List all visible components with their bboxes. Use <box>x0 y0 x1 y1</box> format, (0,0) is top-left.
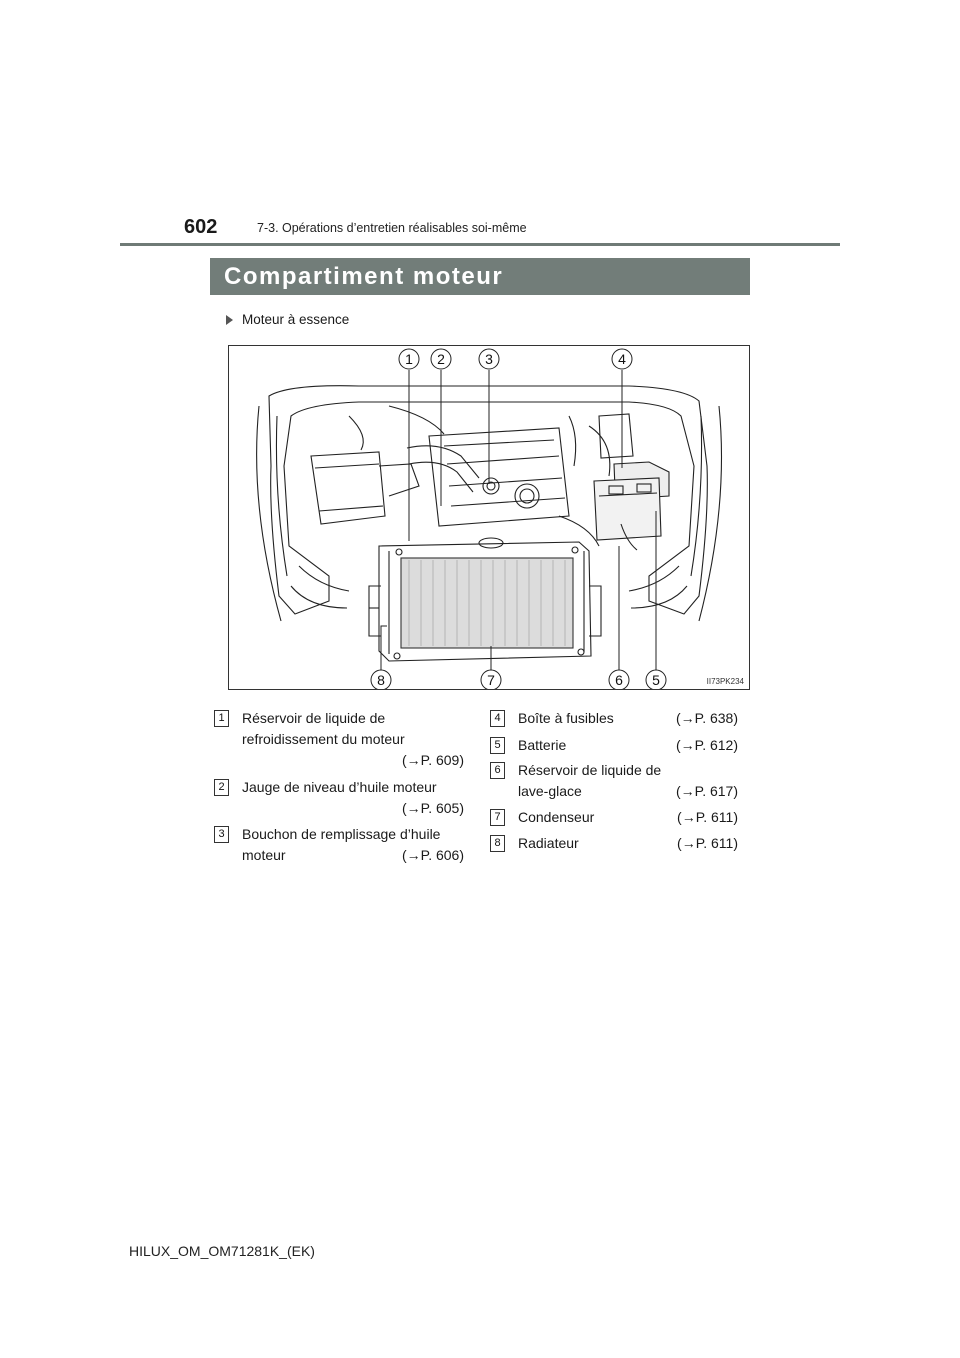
legend-item-4: 4 Boîte à fusibles (→P. 638) <box>490 708 738 730</box>
page-reference: (→P. 612) <box>676 737 738 753</box>
number-badge: 4 <box>490 710 505 727</box>
condenser-core <box>400 557 574 649</box>
section-title: Compartiment moteur <box>210 258 750 295</box>
callout-5: 5 <box>652 672 660 688</box>
body-outline <box>268 385 708 615</box>
legend-item-5: 5 Batterie (→P. 612) <box>490 735 738 757</box>
legend-item-3: 3 Bouchon de remplissage d’huile moteur … <box>214 824 464 868</box>
callout-1: 1 <box>405 351 413 367</box>
page-reference: (→P. 606) <box>402 847 464 863</box>
breadcrumb: 7-3. Opérations d’entretien réalisables … <box>257 221 527 235</box>
engine-block <box>428 427 570 527</box>
number-badge: 6 <box>490 762 505 779</box>
legend-item-6: 6 Réservoir de liquide de lave-glace (→P… <box>490 760 738 804</box>
number-badge: 2 <box>214 779 229 796</box>
subheading-label: Moteur à essence <box>242 312 350 327</box>
air-filter-box <box>310 451 386 525</box>
legend-label: Réservoir de liquide de <box>518 762 662 778</box>
number-badge: 1 <box>214 710 229 727</box>
legend-label: Radiateur <box>518 835 579 851</box>
page-reference: (→P. 611) <box>677 809 738 825</box>
header-divider <box>120 243 840 246</box>
page-reference: (→P. 611) <box>677 835 738 851</box>
document-code: HILUX_OM_OM71281K_(EK) <box>129 1243 315 1259</box>
engine-illustration: 1 2 3 4 5 6 7 8 <box>256 348 723 689</box>
legend-label: Batterie <box>518 737 567 753</box>
legend-item-1: 1 Réservoir de liquide de refroidissemen… <box>214 708 464 772</box>
legend-label-cont: refroidissement du moteur <box>242 731 405 747</box>
callout-2: 2 <box>437 351 445 367</box>
legend-label: Boîte à fusibles <box>518 710 614 726</box>
engine-compartment-figure: 1 2 3 4 5 6 7 8 II73PK234 <box>228 345 750 690</box>
legend-item-7: 7 Condenseur (→P. 611) <box>490 807 738 829</box>
subheading: Moteur à essence <box>226 312 349 327</box>
legend-label-cont: lave-glace <box>518 783 582 799</box>
page-reference: (→P. 617) <box>676 783 738 799</box>
number-badge: 7 <box>490 809 505 826</box>
number-badge: 3 <box>214 826 229 843</box>
number-badge: 8 <box>490 835 505 852</box>
legend-label: Condenseur <box>518 809 595 825</box>
callout-7: 7 <box>487 672 495 688</box>
page-number: 602 <box>184 216 218 238</box>
callout-4: 4 <box>618 351 626 367</box>
legend-item-2: 2 Jauge de niveau d’huile moteur (→P. 60… <box>214 777 464 821</box>
page-reference: (→P. 605) <box>402 800 464 816</box>
callout-6: 6 <box>615 672 623 688</box>
legend-item-8: 8 Radiateur (→P. 611) <box>490 833 738 855</box>
legend-label-cont: moteur <box>242 847 286 863</box>
page-reference: (→P. 609) <box>402 752 464 768</box>
callout-3: 3 <box>485 351 493 367</box>
page-reference: (→P. 638) <box>676 710 738 726</box>
legend-label: Bouchon de remplissage d’huile <box>242 826 441 842</box>
triangle-bullet-icon <box>226 314 233 325</box>
figure-code: II73PK234 <box>706 677 744 686</box>
legend-label: Réservoir de liquide de <box>242 710 386 726</box>
number-badge: 5 <box>490 737 505 754</box>
legend-label: Jauge de niveau d’huile moteur <box>242 779 437 795</box>
callout-8: 8 <box>377 672 385 688</box>
